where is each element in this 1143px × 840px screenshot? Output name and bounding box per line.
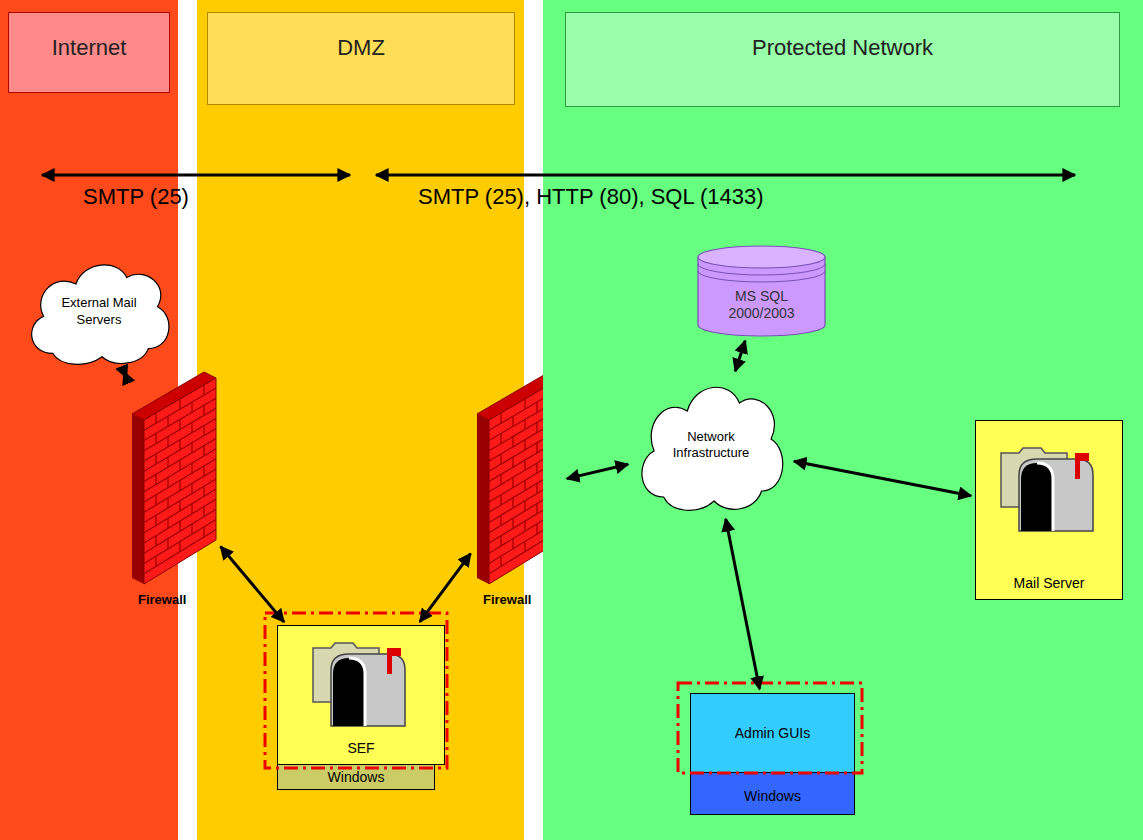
firewall-label: Firewall bbox=[483, 592, 531, 607]
cloud-label: Network Infrastructure bbox=[668, 429, 755, 462]
firewall-node: Firewall bbox=[128, 370, 218, 610]
os-label: Windows bbox=[744, 788, 801, 804]
server-label: SEF bbox=[278, 740, 444, 756]
zone-header: Protected Network bbox=[565, 12, 1120, 107]
mailbox-icon bbox=[1001, 448, 1093, 531]
gui-node: Admin GUIsWindows bbox=[690, 693, 855, 815]
cylinder-node: MS SQL 2000/2003 bbox=[697, 245, 826, 337]
server-node: SEFWindows bbox=[277, 625, 435, 790]
zone-title: Internet bbox=[52, 35, 127, 61]
protocol-arrow bbox=[376, 174, 1075, 177]
connector-arrow bbox=[794, 461, 971, 496]
component-boundary bbox=[678, 683, 862, 773]
band-node: DMZSEFWindows bbox=[197, 0, 524, 840]
zone-title: DMZ bbox=[337, 35, 385, 61]
os-strip: Windows bbox=[690, 773, 855, 815]
connector-arrow bbox=[221, 547, 284, 622]
protocol-arrow bbox=[42, 174, 350, 177]
zone-header: Internet bbox=[8, 12, 170, 93]
protocol-label: SMTP (25), HTTP (80), SQL (1433) bbox=[418, 184, 764, 210]
server-label: Mail Server bbox=[976, 575, 1122, 591]
os-label: Windows bbox=[328, 769, 385, 785]
gui-box: Admin GUIs bbox=[690, 693, 855, 773]
cloud-node: Network Infrastructure bbox=[632, 375, 790, 515]
connector-arrow bbox=[726, 519, 760, 689]
connector-arrow bbox=[124, 372, 127, 378]
zone-title: Protected Network bbox=[752, 35, 933, 61]
database-label: MS SQL 2000/2003 bbox=[723, 288, 801, 322]
connector-arrow bbox=[567, 464, 628, 478]
firewall-icon bbox=[128, 370, 218, 585]
mailbox-icon bbox=[313, 643, 405, 726]
gui-label: Admin GUIs bbox=[735, 725, 810, 741]
connector-arrow bbox=[420, 554, 471, 622]
band-node: Protected Network MS SQL 2000/2003Network… bbox=[543, 0, 1143, 840]
mailbox-icon bbox=[976, 421, 1114, 601]
server-node: Mail Server bbox=[975, 420, 1113, 600]
cloud-node: External Mail Servers bbox=[22, 255, 176, 368]
cloud-label: External Mail Servers bbox=[57, 295, 142, 328]
zone-header: DMZ bbox=[207, 12, 515, 105]
server-box: SEF bbox=[277, 625, 445, 765]
server-box: Mail Server bbox=[975, 420, 1123, 600]
component-boundary bbox=[265, 613, 447, 768]
firewall-label: Firewall bbox=[138, 592, 186, 607]
connector-arrow bbox=[735, 341, 745, 371]
protocol-label: SMTP (25) bbox=[83, 184, 189, 210]
